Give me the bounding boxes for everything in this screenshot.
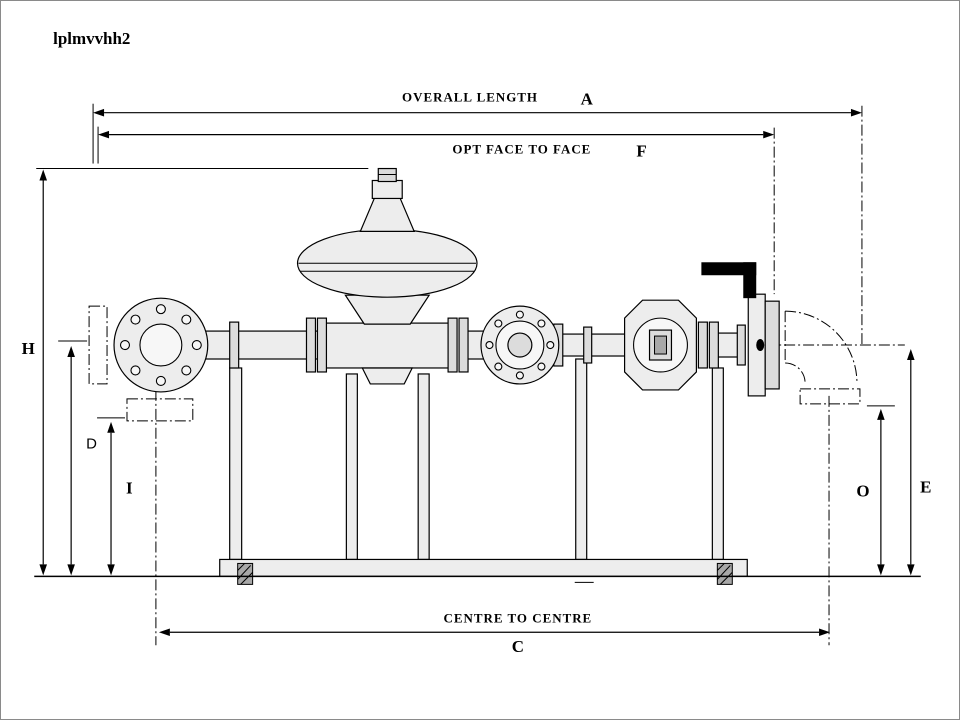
flange-ring [316, 317, 328, 373]
dimension-letter-e: E [920, 478, 931, 497]
bolt-hole [191, 340, 202, 351]
dimension-face-to-face: OPT FACE TO FACE F [97, 126, 775, 295]
regulator-body [322, 322, 451, 369]
dimension-e: E [907, 349, 931, 576]
bolt-hole [494, 362, 503, 371]
regulator-boss [361, 367, 414, 385]
bolt-hole [130, 365, 141, 376]
centerlines [88, 305, 905, 646]
flange-ring [305, 317, 317, 373]
dimension-overall-length: OVERALL LENGTH A [92, 90, 863, 346]
valve-stem-dot [756, 339, 765, 352]
dimension-letter-i: I [126, 479, 133, 498]
support-leg [711, 367, 724, 561]
dimension-letter-o: O [856, 482, 869, 501]
pressure-regulator [296, 167, 478, 385]
spring-bonnet [359, 197, 416, 232]
support-leg [417, 373, 430, 561]
bolt-hole [119, 340, 131, 351]
dimension-label-face-to-face: OPT FACE TO FACE [452, 142, 591, 157]
inlet-flange [113, 297, 209, 393]
bolt-hole [155, 304, 166, 315]
dimension-o: O [856, 405, 895, 576]
dimension-d: D [58, 340, 97, 576]
dimension-height: H [22, 168, 369, 576]
dimension-letter-a: A [581, 90, 594, 109]
bolt-hole [537, 362, 546, 371]
flange-ring [447, 317, 458, 373]
flange-ring [229, 321, 240, 369]
bolt-hole [130, 314, 141, 325]
bolt-hole [485, 341, 494, 350]
bolt-hole [515, 371, 524, 380]
valve-handle-stem [743, 262, 757, 299]
bolt-hole [494, 319, 503, 328]
ball-valve [701, 262, 780, 397]
elbow-flange-dashed [799, 388, 861, 405]
flange-ring [697, 321, 708, 369]
regulator-neck [344, 294, 431, 325]
bolt-hole [546, 341, 555, 350]
flange-ring [708, 321, 719, 369]
bolt-hole [515, 310, 524, 319]
support-leg [345, 373, 358, 561]
base-skid [219, 558, 748, 585]
bolt-hole [155, 375, 166, 386]
dimension-label-centre-to-centre: CENTRE TO CENTRE [444, 610, 593, 625]
support-leg [229, 367, 243, 561]
flange-ring [736, 324, 746, 366]
bolt-hole [181, 314, 192, 325]
flange-ring [583, 326, 593, 364]
dimension-letter-d: D [86, 436, 97, 453]
support-leg [575, 358, 588, 561]
adjustment-cap [377, 167, 397, 183]
outlet-flange [764, 300, 780, 390]
dimension-label-overall-length: OVERALL LENGTH [402, 90, 538, 105]
valve-body-octagon [623, 299, 697, 391]
inlet-flange-outline-dashed [126, 398, 194, 422]
spring-housing [371, 179, 403, 200]
dimension-i: I [97, 417, 133, 576]
pipe-spool-reduced [560, 333, 628, 357]
anchor-bolt [716, 562, 733, 585]
elbow-outline-dashed [784, 310, 861, 405]
anchor-bolt [237, 562, 254, 585]
inlet-pipe-outline-dashed [88, 305, 108, 385]
bolt-hole [537, 319, 546, 328]
mid-flange [480, 305, 560, 385]
flange-ring [458, 317, 469, 373]
valve-handle [701, 262, 757, 276]
dimension-centre-to-centre: CENTRE TO CENTRE C [158, 610, 831, 656]
dimension-letter-h: H [22, 339, 35, 358]
drawing-title: lplmvvhh2 [53, 29, 130, 48]
dimension-letter-c: C [512, 637, 524, 656]
pipe-assembly [113, 167, 780, 397]
dimension-letter-f: F [636, 142, 646, 161]
bolt-hole [181, 365, 192, 376]
